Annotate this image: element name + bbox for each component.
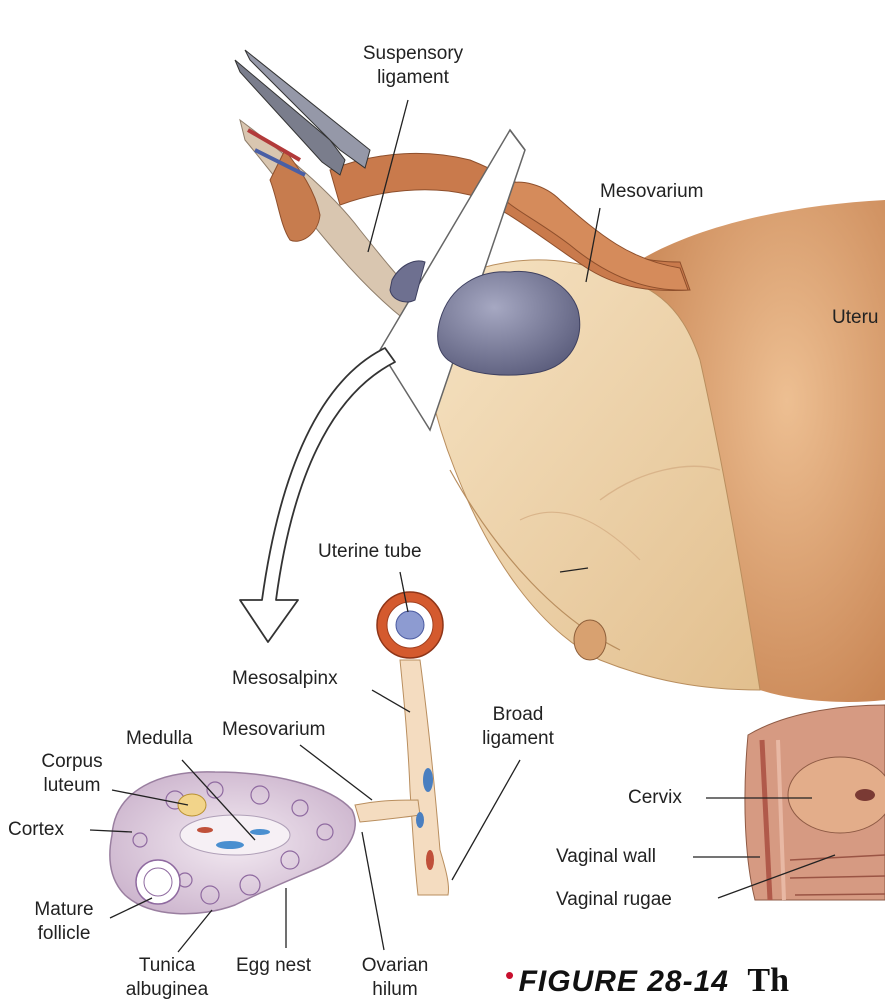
label-egg-nest: Egg nest (236, 954, 311, 978)
label-uterus: Uteru (832, 306, 878, 330)
figure-number: FIGURE 28-14 (519, 965, 729, 998)
mature-follicle (136, 860, 180, 904)
round-ligament-stub (574, 620, 606, 660)
label-mesosalpinx: Mesosalpinx (232, 667, 338, 691)
figure-caption: • FIGURE 28-14 Th (505, 962, 789, 1000)
curved-arrow (240, 348, 395, 642)
label-medulla: Medulla (126, 727, 193, 751)
label-cervix: Cervix (628, 786, 682, 810)
label-suspensory-ligament: Suspensory ligament (358, 42, 468, 90)
label-corpus-luteum: Corpus luteum (26, 750, 118, 798)
label-mesovarium-bottom: Mesovarium (222, 718, 325, 742)
label-ovarian-hilum: Ovarian hilum (350, 954, 440, 1002)
mesovarium-stalk (355, 800, 420, 822)
label-tunica-albuginea: Tunica albuginea (112, 954, 222, 1002)
label-vaginal-wall: Vaginal wall (556, 845, 656, 869)
label-mesovarium-top: Mesovarium (600, 180, 703, 204)
label-mature-follicle: Mature follicle (18, 898, 110, 946)
external-os (855, 789, 875, 801)
label-uterine-tube: Uterine tube (318, 540, 422, 564)
caption-text: Th (747, 962, 789, 999)
corpus-luteum (178, 794, 206, 816)
label-broad-ligament: Broad ligament (468, 703, 568, 751)
caption-bullet: • (505, 960, 514, 990)
medulla (180, 815, 290, 855)
label-cortex: Cortex (8, 818, 64, 842)
label-vaginal-rugae: Vaginal rugae (556, 888, 672, 912)
